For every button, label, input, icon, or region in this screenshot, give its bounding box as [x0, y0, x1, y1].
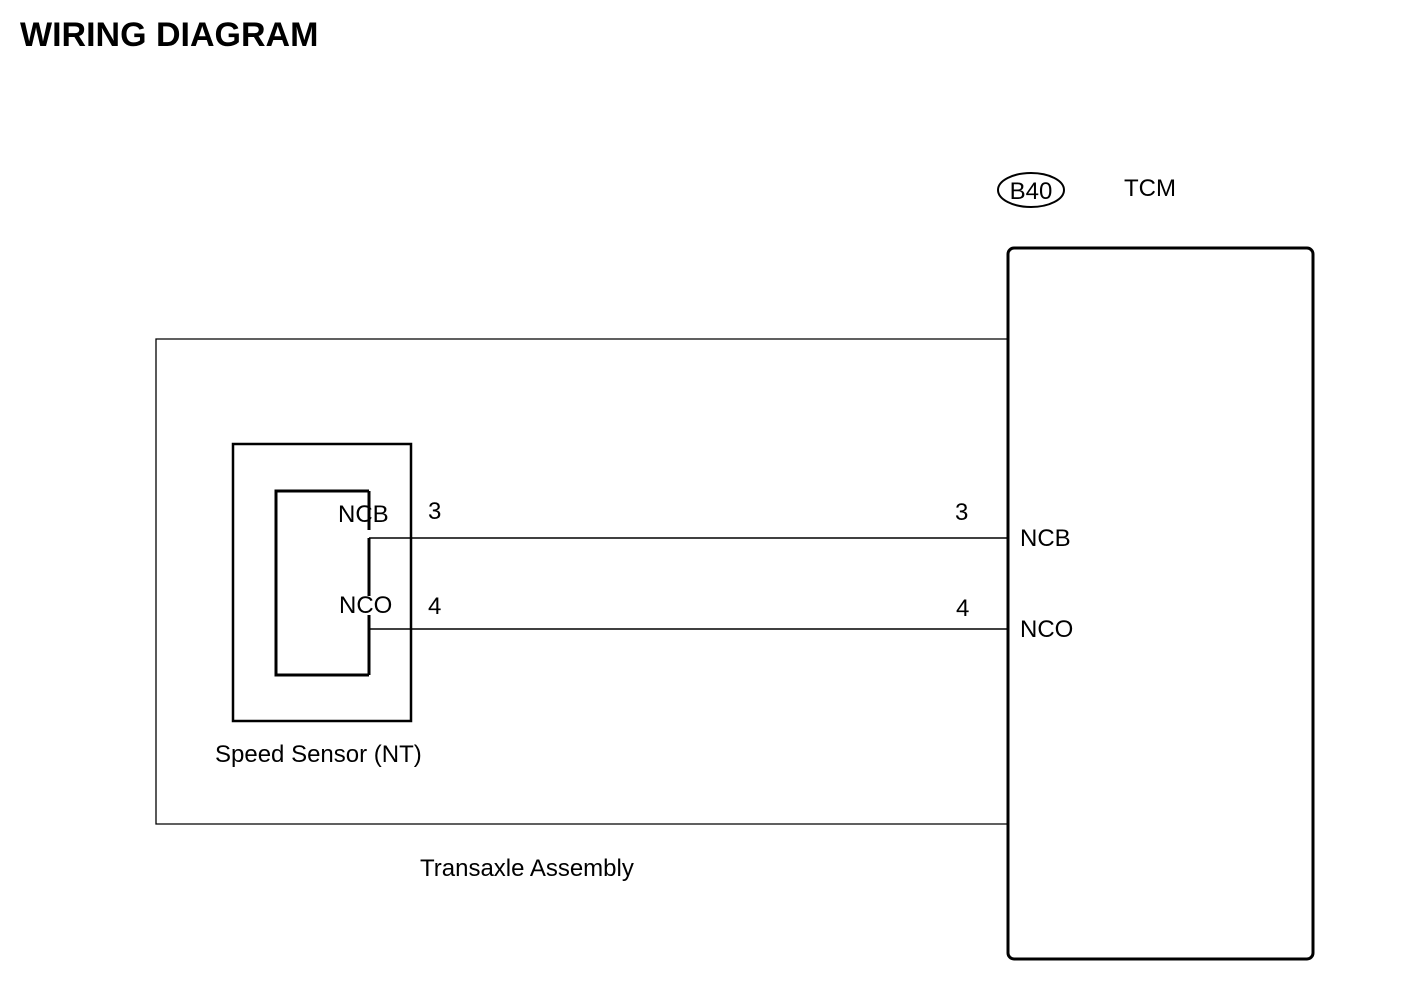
tcm-pin-nco-label: NCO	[1020, 616, 1073, 643]
sensor-pin-ncb-label: NCB	[338, 501, 389, 528]
tcm-pin-nco-number: 4	[956, 595, 969, 622]
speed-sensor-coil	[274, 489, 369, 677]
connector-id-label: B40	[1010, 178, 1053, 205]
transaxle-assembly-boundary	[155, 338, 1008, 825]
tcm-box	[1006, 246, 1315, 961]
speed-sensor-outer-box	[231, 442, 413, 723]
tcm-pin-ncb-label: NCB	[1020, 525, 1071, 552]
speed-sensor-label: Speed Sensor (NT)	[215, 741, 422, 768]
sensor-pin-nco-number: 4	[428, 593, 441, 620]
tcm-pin-ncb-number: 3	[955, 499, 968, 526]
page-title: WIRING DIAGRAM	[20, 16, 319, 54]
tcm-label: TCM	[1124, 175, 1176, 202]
connector-b40-oval	[997, 172, 1065, 208]
sensor-pin-ncb-number: 3	[428, 498, 441, 525]
transaxle-assembly-label: Transaxle Assembly	[420, 855, 634, 882]
sensor-pin-nco-label: NCO	[339, 592, 392, 619]
